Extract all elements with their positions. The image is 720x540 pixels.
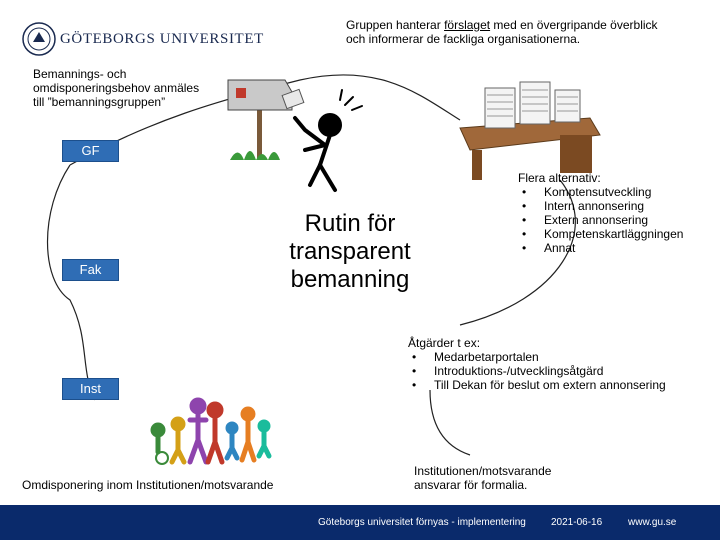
list-item: Till Dekan för beslut om extern annonser… <box>408 378 708 392</box>
label-gf: GF <box>62 140 119 162</box>
footer-bar: Göteborgs universitet förnyas - implemen… <box>0 505 720 540</box>
reporting-note: Bemannings- och omdisponeringsbehov anmä… <box>33 67 200 109</box>
label-inst: Inst <box>62 378 119 400</box>
list-item: Kompetenskartläggningen <box>518 227 718 241</box>
people-group-icon <box>150 397 272 465</box>
footer-url[interactable]: www.gu.se <box>628 517 677 528</box>
flow-curve-bottom <box>429 389 471 456</box>
responsibility-note: Institutionen/motsvarande ansvarar för f… <box>414 464 552 492</box>
label-fak: Fak <box>62 259 119 281</box>
stick-figure-icon <box>293 89 363 192</box>
list-item: Introduktions-/utvecklingsåtgärd <box>408 364 708 378</box>
desk-papers-icon <box>459 81 601 180</box>
mailbox-icon <box>227 79 305 160</box>
list-item: Medarbetarportalen <box>408 350 708 364</box>
footer-date: 2021-06-16 <box>551 517 603 528</box>
university-seal-icon <box>22 22 56 56</box>
list-item: Intern annonsering <box>518 199 718 213</box>
list-item: Komptensutveckling <box>518 185 718 199</box>
footer-project: Göteborgs universitet förnyas - implemen… <box>318 517 526 528</box>
list-item: Annat <box>518 241 718 255</box>
flow-curve-top <box>69 74 461 166</box>
flow-curve-left <box>47 164 96 401</box>
redeployment-note: Omdisponering inom Institutionen/motsvar… <box>22 478 274 492</box>
top-note: Gruppen hanterar förslaget med en övergr… <box>346 18 658 46</box>
alternatives-list: Flera alternativ: Komptensutveckling Int… <box>518 171 718 255</box>
university-name: GÖTEBORGS UNIVERSITET <box>60 30 264 47</box>
center-title: Rutin för transparent bemanning <box>289 210 411 293</box>
alternatives-heading: Flera alternativ: <box>518 171 601 185</box>
university-logo: GÖTEBORGS UNIVERSITET <box>22 22 264 56</box>
list-item: Extern annonsering <box>518 213 718 227</box>
actions-list: Åtgärder t ex: Medarbetarportalen Introd… <box>408 336 708 392</box>
actions-heading: Åtgärder t ex: <box>408 336 481 350</box>
